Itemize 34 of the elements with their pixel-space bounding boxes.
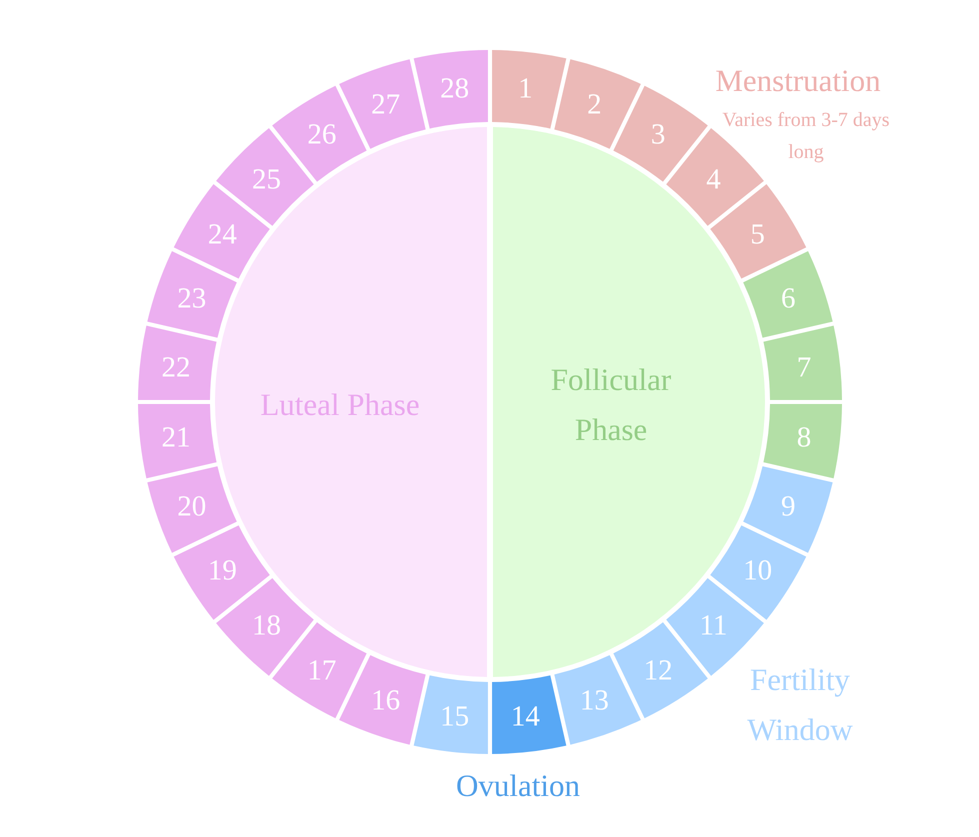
day-number: 2 bbox=[587, 90, 602, 120]
day-number: 5 bbox=[750, 220, 765, 250]
day-number: 22 bbox=[161, 353, 190, 382]
day-number: 14 bbox=[510, 702, 540, 732]
day-number: 12 bbox=[644, 656, 673, 686]
phase-annotation: Menstruation bbox=[714, 62, 882, 100]
day-number: 3 bbox=[650, 120, 666, 150]
day-number: 18 bbox=[252, 612, 282, 641]
day-number: 25 bbox=[252, 165, 282, 194]
day-number: 21 bbox=[161, 424, 190, 453]
day-number: 20 bbox=[177, 492, 206, 522]
phase-annotation: Ovulation bbox=[455, 767, 581, 804]
day-number: 28 bbox=[440, 74, 470, 104]
day-number: 19 bbox=[208, 556, 237, 586]
day-number: 7 bbox=[796, 353, 812, 382]
phase-label: Luteal Phase bbox=[260, 386, 420, 424]
day-number: 16 bbox=[371, 686, 400, 716]
day-number: 9 bbox=[781, 492, 796, 522]
day-number: 23 bbox=[177, 284, 206, 314]
day-number: 13 bbox=[580, 686, 609, 716]
day-number: 8 bbox=[796, 424, 812, 453]
day-number: 6 bbox=[781, 284, 796, 314]
day-number: 26 bbox=[307, 120, 336, 150]
phase-label: Follicular Phase bbox=[550, 361, 672, 449]
annotation-note: Varies from 3-7 days long bbox=[721, 108, 891, 165]
day-number: 1 bbox=[518, 74, 533, 104]
day-number: 17 bbox=[307, 656, 336, 686]
day-number: 15 bbox=[440, 702, 470, 732]
day-number: 10 bbox=[743, 556, 772, 586]
day-number: 4 bbox=[706, 165, 721, 194]
phase-annotation: Fertility Window bbox=[746, 661, 854, 749]
day-number: 11 bbox=[699, 612, 728, 641]
day-number: 27 bbox=[371, 90, 400, 120]
day-number: 24 bbox=[208, 220, 237, 250]
